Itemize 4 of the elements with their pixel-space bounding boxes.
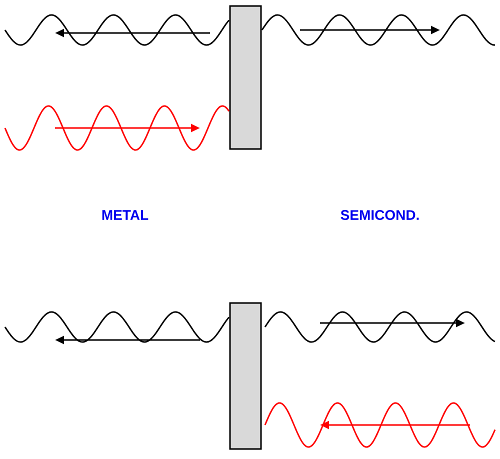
barrier-block bbox=[229, 302, 262, 450]
region-label: SEMICOND. bbox=[340, 210, 419, 220]
region-label: METAL bbox=[102, 210, 148, 220]
barrier-block bbox=[229, 5, 262, 150]
